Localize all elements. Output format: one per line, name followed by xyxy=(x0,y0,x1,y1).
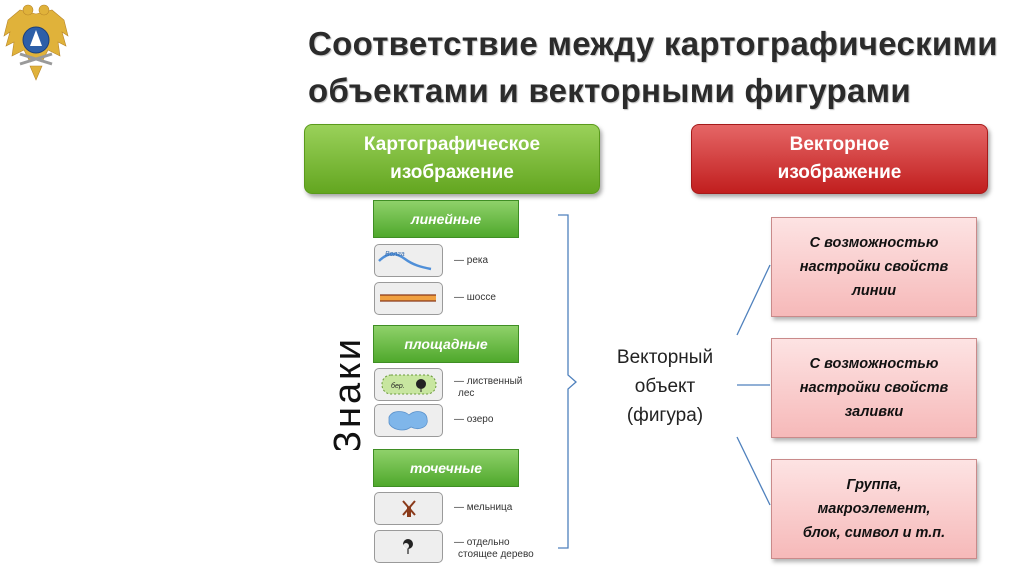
highway-label: — шоссе xyxy=(454,292,496,303)
property-1-line-3: линии xyxy=(851,283,897,299)
signs-side-label-text: Знаки xyxy=(327,340,369,450)
property-1-line-2: настройки свойств xyxy=(799,259,949,275)
left-brace xyxy=(558,214,577,549)
forest-sign: бер. xyxy=(374,368,443,401)
category-linear-label: линейные xyxy=(410,211,482,227)
river-icon: Волга xyxy=(378,251,432,271)
emblem-logo xyxy=(0,0,72,88)
forest-label: — лиственный лес xyxy=(454,376,522,400)
title-line-1: Соответствие между картографическими xyxy=(308,25,998,62)
property-box-group: Группа, макроэлемент, блок, символ и т.п… xyxy=(771,459,977,559)
cartographic-image-header: Картографическое изображение xyxy=(304,124,600,194)
single-tree-sign xyxy=(374,530,443,563)
forest-label-line-2: лес xyxy=(458,388,475,399)
vector-object-label: Векторный объект (фигура) xyxy=(595,343,735,430)
forest-type-text: бер. xyxy=(391,382,405,390)
property-3-line-1: Группа, xyxy=(846,477,902,493)
tree-icon xyxy=(403,539,413,554)
category-areal: площадные xyxy=(373,325,519,363)
mill-sign xyxy=(374,492,443,525)
mill-icon xyxy=(402,500,416,517)
mill-label: — мельница xyxy=(454,502,513,513)
right-header-line-2: изображение xyxy=(777,162,902,183)
title-line-2: объектами и векторными фигурами xyxy=(308,72,911,109)
property-2-line-2: настройки свойств xyxy=(799,380,949,396)
vector-image-header: Векторное изображение xyxy=(691,124,988,194)
forest-icon: бер. xyxy=(381,374,437,395)
right-header-line-1: Векторное xyxy=(789,134,890,155)
river-label: — река xyxy=(454,255,489,266)
property-box-fill: С возможностью настройки свойств заливки xyxy=(771,338,977,438)
highway-icon xyxy=(380,294,436,302)
single-tree-label-line-2: стоящее дерево xyxy=(458,549,534,560)
property-3-line-2: макроэлемент, xyxy=(817,501,931,517)
property-1-line-1: С возможностью xyxy=(809,235,939,251)
property-3-line-3: блок, символ и т.п. xyxy=(802,525,946,541)
river-sign: Волга xyxy=(374,244,443,277)
single-tree-label: — отдельно стоящее дерево xyxy=(454,537,534,561)
connector-line-3 xyxy=(736,436,771,506)
lake-icon xyxy=(388,411,428,431)
vector-object-line-3: (фигура) xyxy=(626,405,704,426)
signs-side-label: Знаки xyxy=(327,340,369,450)
category-point-label: точечные xyxy=(409,460,483,476)
left-header-line-1: Картографическое xyxy=(363,134,541,155)
category-areal-label: площадные xyxy=(404,336,488,352)
single-tree-label-line-1: — отдельно xyxy=(454,537,510,548)
property-2-line-3: заливки xyxy=(844,404,904,420)
highway-sign xyxy=(374,282,443,315)
vector-object-line-1: Векторный xyxy=(616,347,714,368)
lake-label: — озеро xyxy=(454,414,494,425)
page-title: Соответствие между картографическими объ… xyxy=(308,20,1008,114)
river-name-text: Волга xyxy=(385,251,405,258)
property-2-line-1: С возможностью xyxy=(809,356,939,372)
property-box-line: С возможностью настройки свойств линии xyxy=(771,217,977,317)
vector-object-line-2: объект xyxy=(634,376,696,397)
connector-line-1 xyxy=(736,264,771,336)
lake-sign xyxy=(374,404,443,437)
category-linear: линейные xyxy=(373,200,519,238)
forest-label-line-1: — лиственный xyxy=(454,376,523,387)
connector-lines xyxy=(558,214,771,549)
category-point: точечные xyxy=(373,449,519,487)
left-header-line-2: изображение xyxy=(390,162,514,183)
